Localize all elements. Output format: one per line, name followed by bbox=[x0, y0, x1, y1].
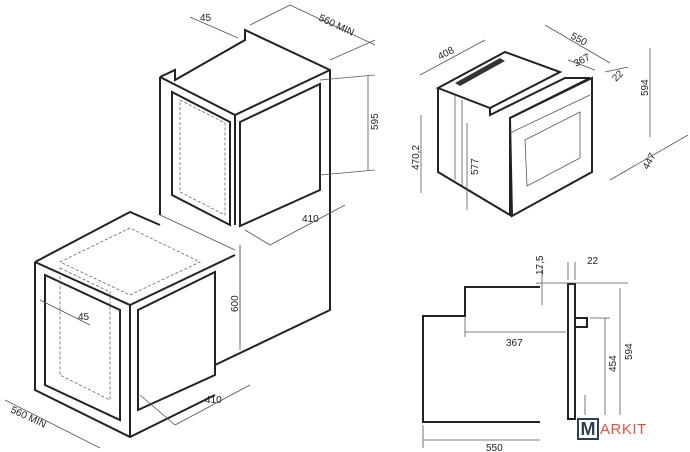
label-under-counter-depth: 45 bbox=[78, 312, 90, 323]
label-side-body-depth: 367 bbox=[506, 338, 523, 349]
oven-side-view bbox=[422, 262, 628, 448]
oven-isometric bbox=[435, 50, 593, 218]
left-dimensions bbox=[4, 4, 376, 449]
label-iso-body-height: 577 bbox=[470, 158, 481, 175]
label-iso-depth-top: 408 bbox=[436, 45, 456, 63]
label-under-counter-height: 600 bbox=[230, 295, 241, 312]
brand-logo: M ARKIT bbox=[577, 418, 647, 440]
under-counter-cabinet bbox=[34, 210, 241, 439]
label-side-top-offset: 17,5 bbox=[535, 255, 546, 275]
label-column-niche-depth: 410 bbox=[302, 214, 319, 225]
label-side-total-depth: 550 bbox=[486, 443, 503, 452]
label-iso-height: 594 bbox=[640, 79, 651, 96]
label-iso-body-depth: 367 bbox=[572, 52, 592, 70]
iso-dimensions bbox=[419, 24, 689, 210]
label-under-counter-width: 560 MIN bbox=[9, 405, 48, 431]
column-cabinet bbox=[159, 28, 331, 366]
label-side-door-thickness: 22 bbox=[587, 256, 599, 267]
label-column-width: 560 MIN bbox=[317, 13, 356, 39]
label-side-handle-height: 454 bbox=[608, 355, 619, 372]
label-column-niche-height: 595 bbox=[370, 113, 381, 130]
label-iso-width: 550 bbox=[569, 31, 589, 49]
label-iso-side-height: 470,2 bbox=[411, 145, 422, 170]
label-iso-front-width: 447 bbox=[641, 151, 659, 171]
logo-m: M bbox=[577, 418, 599, 440]
logo-rest: ARKIT bbox=[600, 420, 647, 438]
label-column-top-depth: 45 bbox=[200, 13, 212, 24]
label-side-height: 594 bbox=[624, 343, 635, 360]
label-under-counter-niche-depth: 410 bbox=[205, 395, 222, 406]
